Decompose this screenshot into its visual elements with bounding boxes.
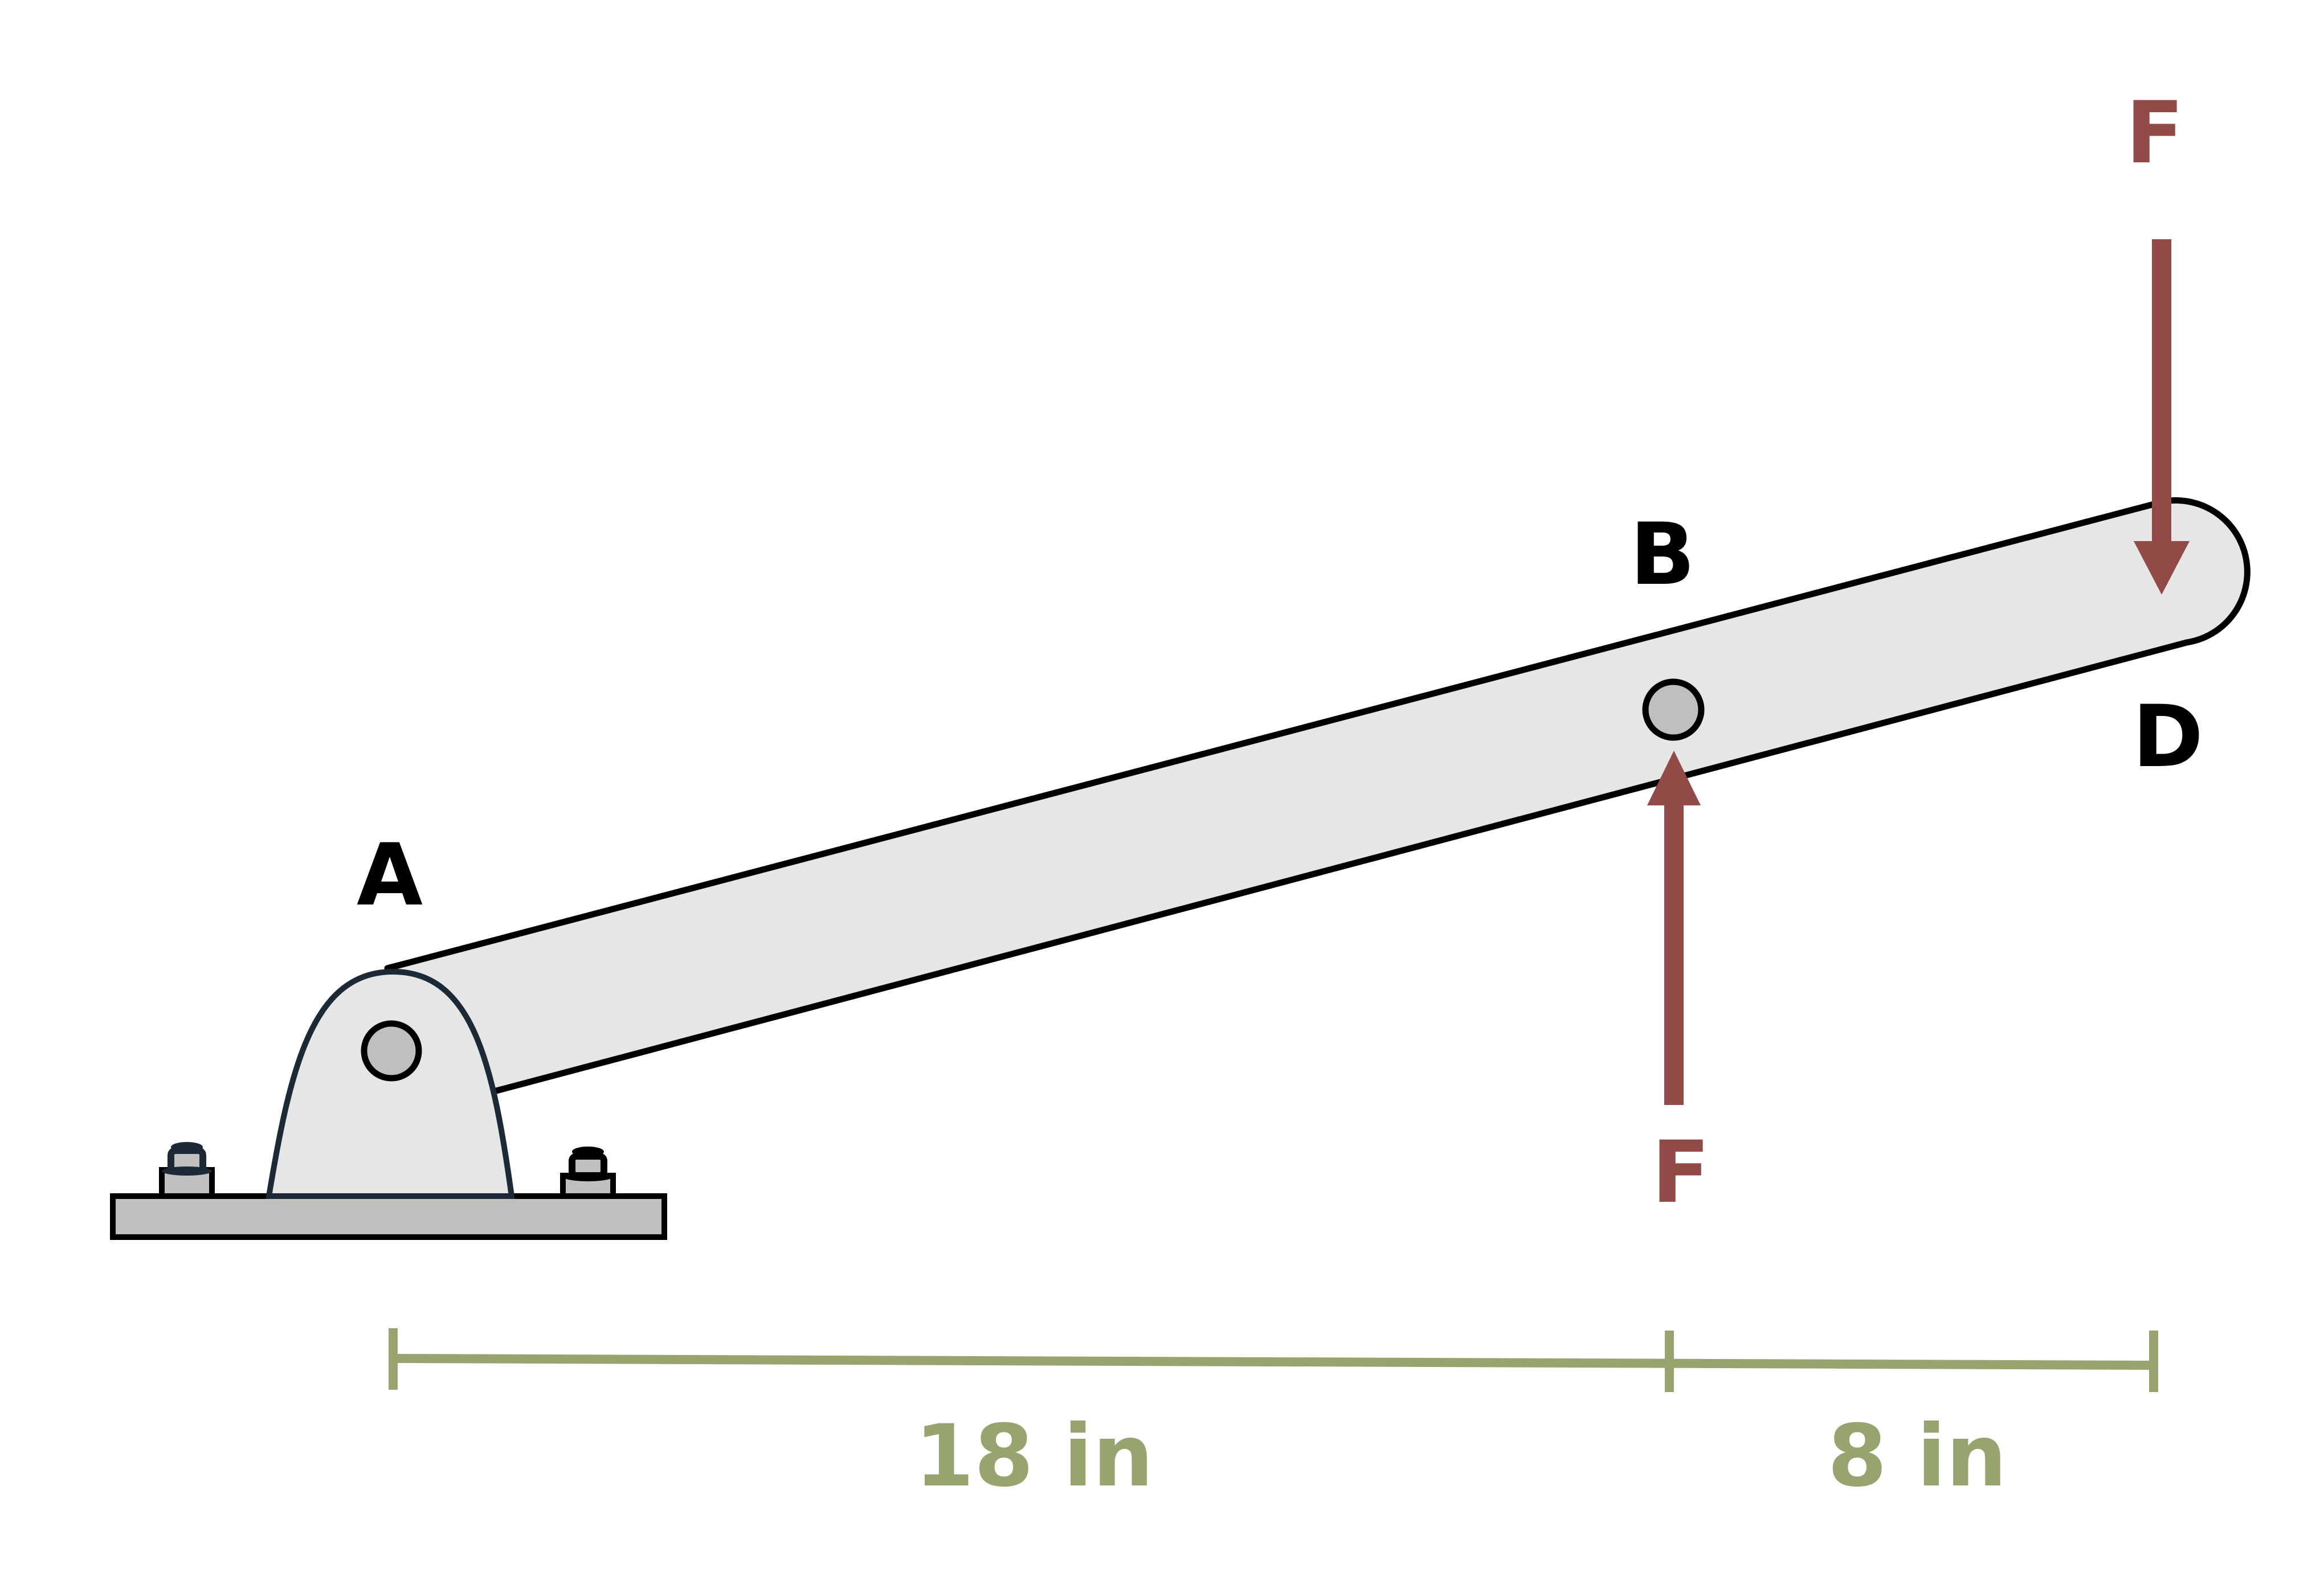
- pin-b: [1642, 678, 1705, 741]
- lever-arm: [384, 497, 2251, 1096]
- dimension-line: [389, 1328, 2158, 1392]
- support-bracket: [266, 968, 515, 1199]
- force-arrow-d: [2134, 239, 2190, 595]
- dimension-ab-label: 18 in: [914, 1407, 1153, 1506]
- label-point-b: B: [1630, 505, 1695, 604]
- force-arrow-b: [1647, 751, 1701, 1105]
- bolt-left: [159, 1142, 215, 1199]
- label-point-a: A: [357, 826, 423, 925]
- bolt-right: [560, 1147, 616, 1199]
- dimension-bd-label: 8 in: [1828, 1407, 2007, 1506]
- label-point-d: D: [2133, 687, 2204, 787]
- label-force-b: F: [1652, 1123, 1710, 1222]
- base-plate: [110, 1193, 667, 1240]
- pin-a: [361, 1020, 422, 1082]
- label-force-d: F: [2126, 84, 2184, 183]
